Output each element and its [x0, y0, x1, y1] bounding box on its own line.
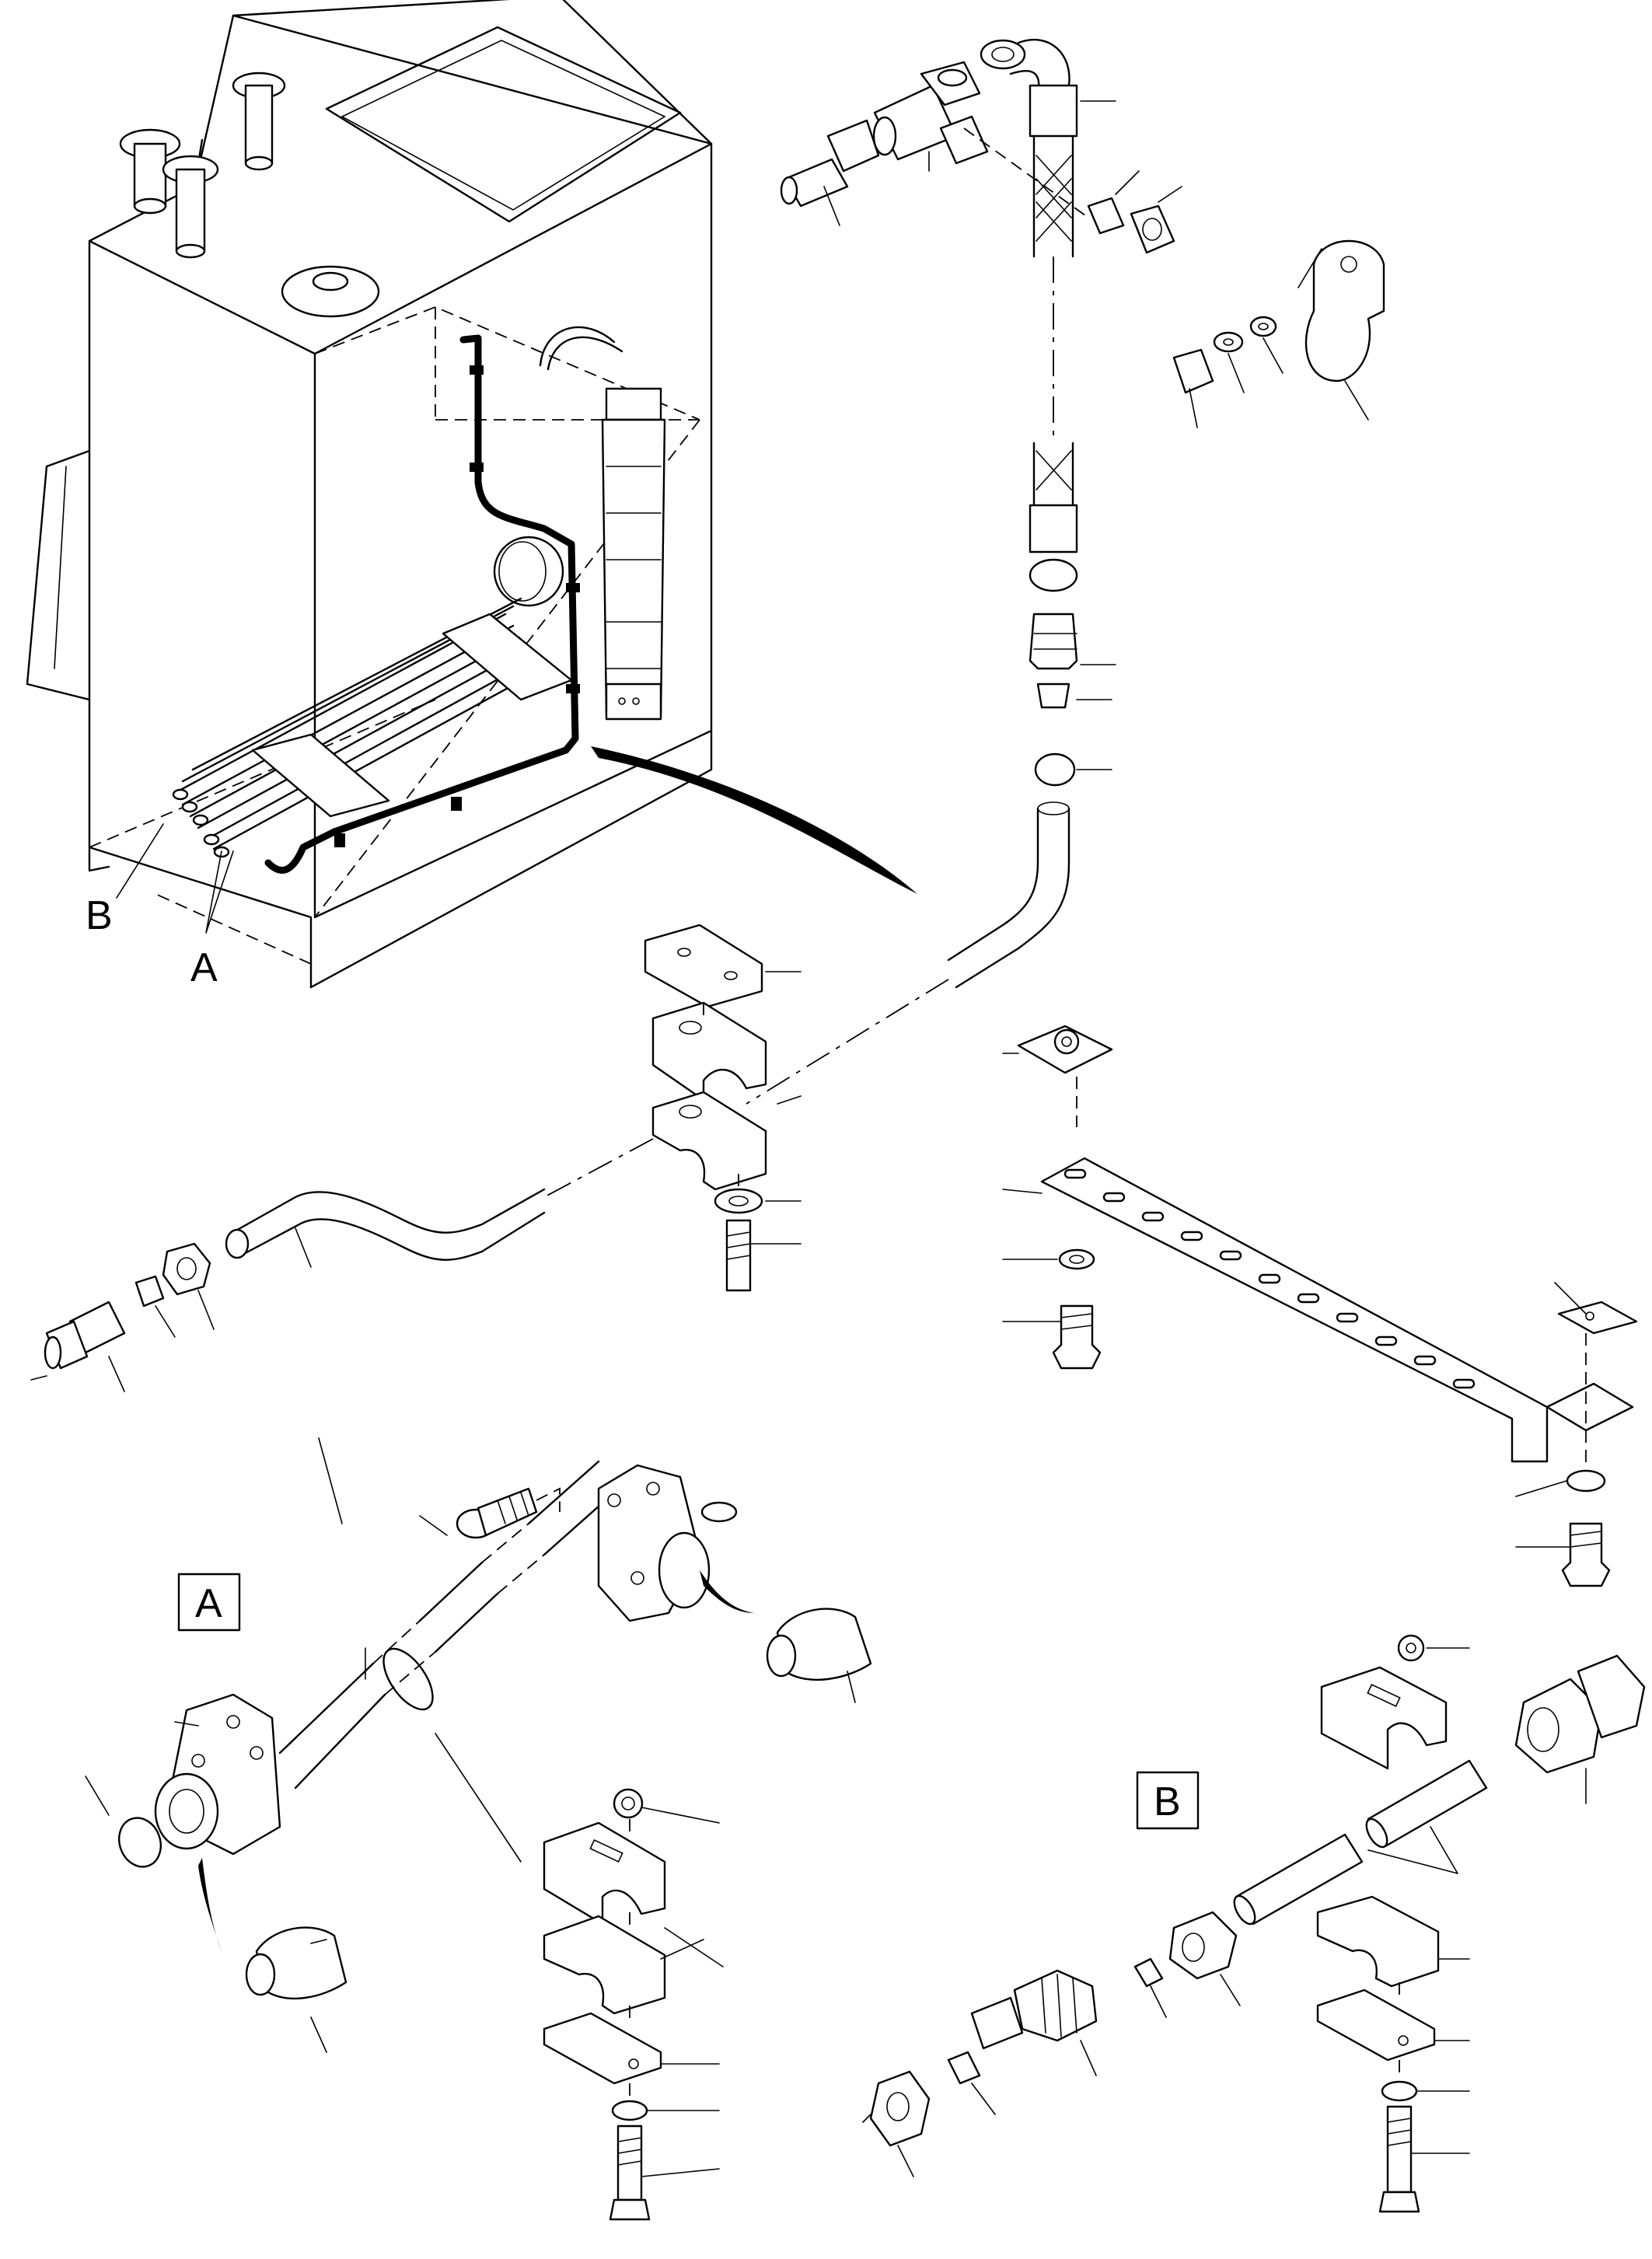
knob-2: [162, 155, 219, 259]
internal-pipe: [264, 334, 579, 874]
flange-right: [597, 1464, 711, 1622]
knob-1: [119, 128, 181, 215]
union-b: [862, 1911, 1241, 2177]
clamp-set-b-bottom: [1316, 1895, 1470, 2213]
tank-pointer-a: A: [190, 945, 218, 990]
left-nut: [162, 1242, 211, 1296]
clamp-set-a: [543, 1788, 724, 2221]
gauge: [493, 536, 564, 607]
plug-right: [766, 1608, 872, 1681]
male-union: [780, 119, 880, 208]
tee-fitting: [872, 61, 989, 165]
tank-housing: B A: [26, 0, 917, 990]
flange-left: [154, 1693, 281, 1856]
tank-pointer-b: B: [86, 893, 113, 938]
bracket-slots: [1063, 1168, 1476, 1389]
filler-cap: [281, 265, 380, 318]
detail-a-box: [177, 1573, 241, 1632]
tank-arrow: [591, 746, 917, 894]
heater-column: [539, 326, 666, 721]
detail-b-box: [1136, 1771, 1200, 1830]
clamp-set-b-top: [1320, 1634, 1470, 1770]
support-bracket: [1002, 1025, 1638, 1587]
detail-a-label: A: [195, 1581, 222, 1626]
plug-left: [245, 1926, 348, 2000]
hose-clamp-set: [1172, 239, 1385, 428]
pipe-clips: [334, 365, 580, 847]
tube-bundle: [172, 597, 573, 858]
detail-a: A: [85, 1437, 872, 2221]
hose-elbow: [980, 38, 1078, 592]
detail-b: B: [862, 1634, 1646, 2213]
hose-assembly: [746, 38, 1385, 1105]
left-union: [44, 1301, 126, 1370]
knob-3: [232, 72, 286, 171]
union-nut-right: [1514, 1654, 1646, 1774]
hose-lower-fittings: [947, 613, 1116, 989]
left-pipe-assembly: [30, 1138, 654, 1392]
cap-screw: [456, 1487, 538, 1539]
detail-b-label: B: [1154, 1779, 1181, 1824]
mid-clamp-set: [644, 924, 802, 1292]
